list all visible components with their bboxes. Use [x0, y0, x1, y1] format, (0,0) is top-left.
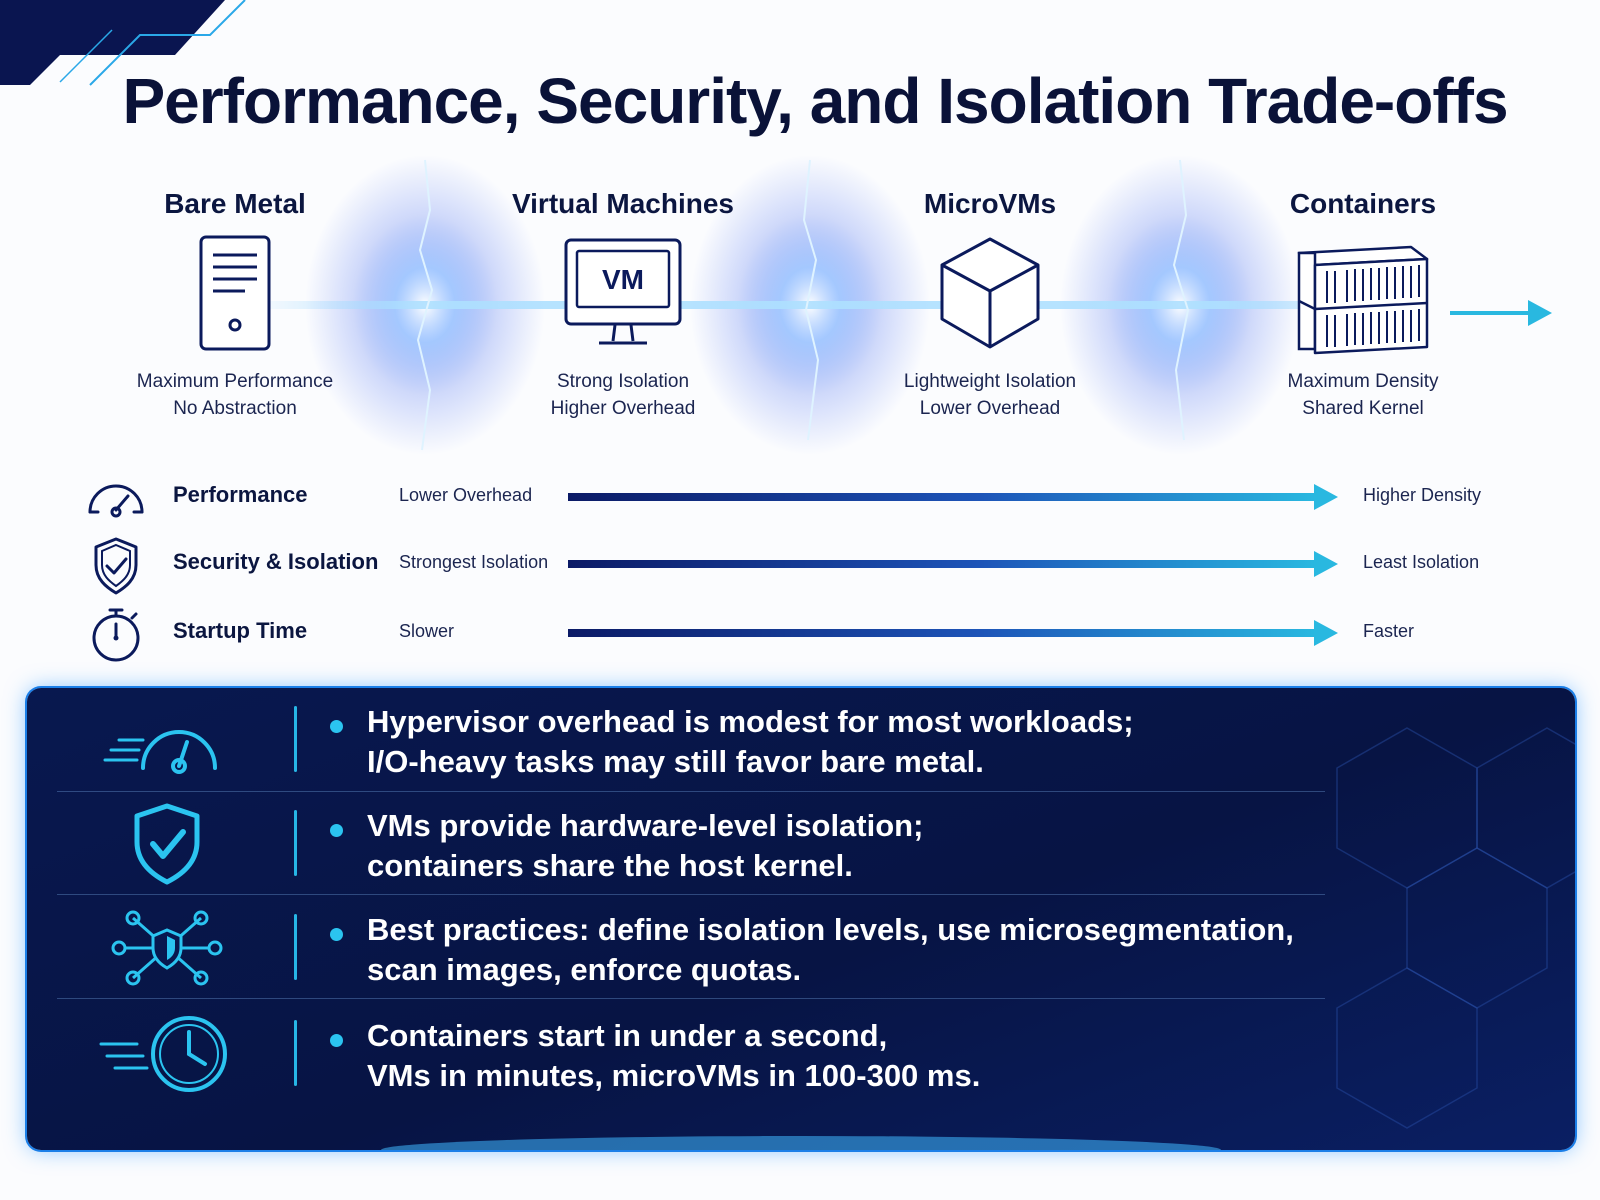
tier-virtual-machines: Virtual Machines VM Strong Isolation Hig…	[473, 188, 773, 422]
key-point-text: Best practices: define isolation levels,…	[367, 912, 1294, 987]
tier-title: MicroVMs	[923, 188, 1057, 219]
metric-low-end: Slower	[399, 621, 455, 641]
shield-check-icon	[134, 803, 200, 885]
metric-label: Startup Time	[173, 618, 308, 643]
shield-check-icon	[94, 537, 138, 595]
metric-high-end: Least Isolation	[1363, 552, 1480, 572]
bullet	[330, 928, 343, 941]
metric-label: Security & Isolation	[173, 549, 379, 574]
metric-high-end: Faster	[1363, 621, 1415, 641]
tier-title: Bare Metal	[164, 188, 306, 219]
hex-pattern-decoration	[381, 727, 1575, 1150]
svg-text:VM: VM	[602, 264, 644, 295]
key-point: Best practices: define isolation levels,…	[27, 896, 1327, 1000]
cube-icon	[940, 237, 1040, 349]
server-icon	[199, 235, 271, 351]
stopwatch-icon	[92, 608, 140, 662]
key-point: Containers start in under a second, VMs …	[27, 1002, 1327, 1106]
key-points-panel: Hypervisor overhead is modest for most w…	[27, 688, 1575, 1150]
fast-clock-icon	[99, 1016, 227, 1092]
tier-description: Lightweight Isolation Lower Overhead	[903, 371, 1077, 419]
bullet	[330, 824, 343, 837]
tier-description: Maximum Performance No Abstraction	[136, 371, 334, 419]
separator	[294, 810, 297, 876]
separator	[294, 706, 297, 772]
divider	[57, 791, 1325, 792]
energy-beam-background	[250, 155, 1552, 455]
vm-monitor-icon: VM	[564, 238, 682, 345]
gradient-arrow	[568, 551, 1338, 577]
tier-title: Containers	[1289, 188, 1437, 219]
metric-low-end: Lower Overhead	[399, 485, 533, 505]
tier-microvms: MicroVMs Lightweight Isolation Lower Ove…	[840, 188, 1140, 422]
key-point-text: Containers start in under a second, VMs …	[367, 1018, 981, 1093]
tier-description: Strong Isolation Higher Overhead	[550, 371, 696, 419]
corner-decoration	[0, 0, 246, 86]
metric-row-security: Security & Isolation Strongest Isolation…	[80, 533, 1530, 595]
key-point: Hypervisor overhead is modest for most w…	[27, 688, 1327, 792]
shipping-container-icon	[1297, 245, 1429, 355]
bullet	[330, 1034, 343, 1047]
tier-bare-metal: Bare Metal Maximum Performance No Abstra…	[85, 188, 385, 422]
speedometer-icon	[88, 484, 144, 518]
bullet	[330, 720, 343, 733]
tier-title: Virtual Machines	[511, 188, 734, 219]
divider	[57, 894, 1325, 895]
metric-row-startup: Startup Time Slower Faster	[80, 602, 1530, 662]
tier-description: Maximum Density Shared Kernel	[1287, 371, 1439, 419]
gradient-arrow	[568, 620, 1338, 646]
page-title: Performance, Security, and Isolation Tra…	[122, 65, 1508, 137]
gradient-arrow	[568, 484, 1338, 510]
key-point-text: VMs provide hardware-level isolation; co…	[367, 808, 924, 883]
metric-low-end: Strongest Isolation	[399, 552, 549, 572]
separator	[294, 1020, 297, 1086]
metric-high-end: Higher Density	[1363, 485, 1482, 505]
key-point: VMs provide hardware-level isolation; co…	[27, 792, 1327, 896]
separator	[294, 914, 297, 980]
speed-gauge-icon	[103, 730, 217, 774]
metric-label: Performance	[173, 482, 308, 507]
key-point-text: Hypervisor overhead is modest for most w…	[367, 704, 1134, 779]
network-shield-icon	[111, 910, 223, 986]
metric-row-performance: Performance Lower Overhead Higher Densit…	[80, 466, 1530, 526]
tier-containers: Containers Maximum D	[1213, 188, 1513, 422]
divider	[57, 998, 1325, 999]
